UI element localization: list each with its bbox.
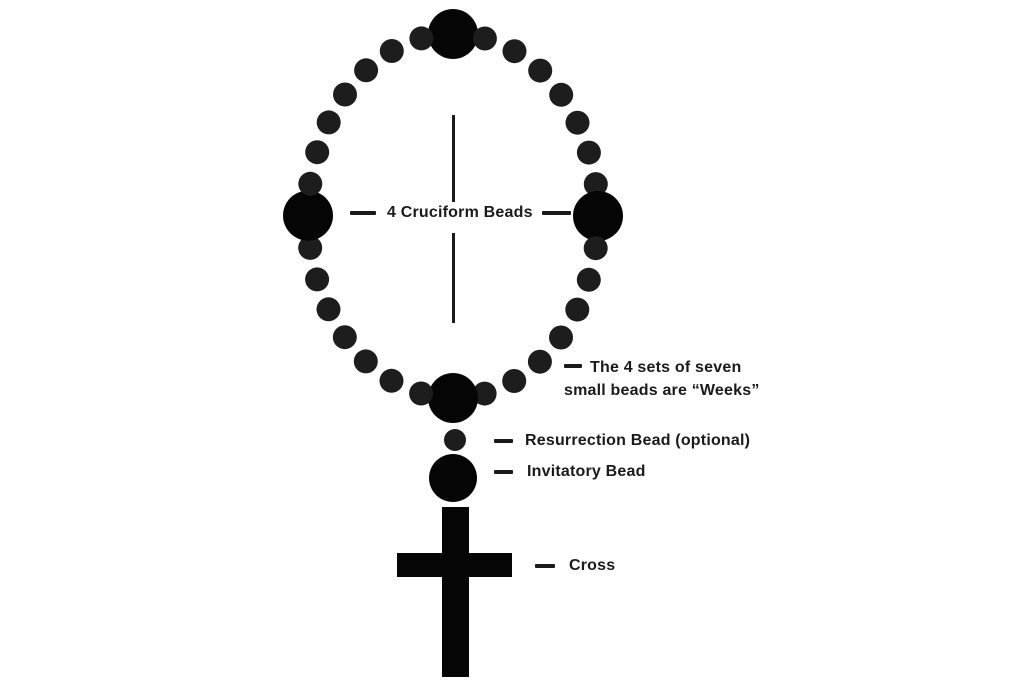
week-bead <box>472 381 497 406</box>
weeks-label-line1: The 4 sets of seven <box>590 359 742 376</box>
week-bead <box>409 26 434 51</box>
resurrection-label-text: Resurrection Bead (optional) <box>525 432 751 449</box>
week-bead <box>379 368 404 393</box>
week-bead <box>409 381 434 406</box>
cruciform-bead <box>428 9 478 59</box>
cruciform-axis-line-bottom <box>452 233 455 323</box>
cross-label: Cross <box>535 557 615 575</box>
week-bead <box>305 140 330 165</box>
week-bead <box>298 235 323 260</box>
week-bead <box>549 82 574 107</box>
week-bead <box>565 110 590 135</box>
cruciform-label-text: 4 Cruciform Beads <box>387 204 533 221</box>
week-bead <box>305 267 330 292</box>
week-bead <box>332 325 357 350</box>
week-bead <box>565 297 590 322</box>
cruciform-left-dash <box>350 211 376 215</box>
week-bead <box>528 58 553 83</box>
week-bead <box>316 110 341 135</box>
invitatory-dash <box>494 470 513 474</box>
week-bead <box>527 349 552 374</box>
cruciform-bead <box>573 191 623 241</box>
invitatory-label: Invitatory Bead <box>494 463 646 481</box>
week-bead <box>502 39 527 64</box>
cruciform-right-dash <box>541 211 571 215</box>
invitatory-bead <box>429 454 477 502</box>
resurrection-label: Resurrection Bead (optional) <box>494 432 750 450</box>
week-bead <box>333 82 357 107</box>
week-bead <box>583 236 608 261</box>
cross-label-text: Cross <box>569 557 616 574</box>
resurrection-bead <box>444 429 466 451</box>
week-bead <box>379 39 404 63</box>
cruciform-bead <box>428 373 478 423</box>
cross-shape-horizontal <box>397 553 512 577</box>
week-bead <box>576 267 601 292</box>
weeks-label: The 4 sets of seven small beads are “Wee… <box>564 356 794 402</box>
week-bead <box>316 297 341 322</box>
week-bead <box>502 369 527 393</box>
week-bead <box>354 58 379 83</box>
weeks-dash <box>564 364 582 368</box>
week-bead <box>298 171 323 196</box>
cross-dash <box>535 564 555 568</box>
resurrection-dash <box>494 439 513 443</box>
week-bead <box>353 349 378 374</box>
cruciform-axis-line-top <box>452 115 455 202</box>
week-bead <box>576 140 601 165</box>
week-bead <box>549 325 573 350</box>
cross-shape-vertical <box>442 507 469 677</box>
invitatory-label-text: Invitatory Bead <box>527 463 646 480</box>
week-bead <box>472 26 497 51</box>
weeks-label-line2: small beads are “Weeks” <box>564 382 760 399</box>
cruciform-bead <box>283 190 333 241</box>
week-bead <box>583 172 608 197</box>
cruciform-label: 4 Cruciform Beads <box>350 202 571 224</box>
